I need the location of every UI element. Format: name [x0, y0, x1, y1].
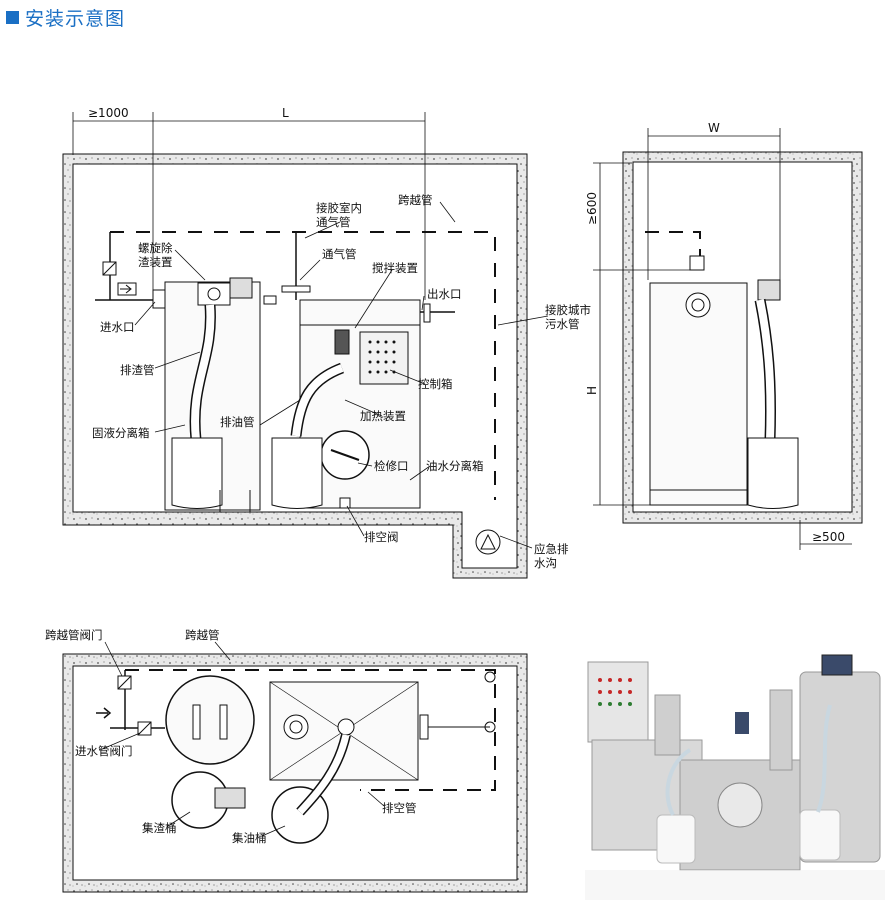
label-city-sewer-2: 污水管 — [545, 317, 580, 331]
dim-clearance: ≥1000 — [88, 106, 129, 120]
emergency-pump — [475, 529, 501, 555]
label-control-box: 控制箱 — [418, 377, 453, 391]
label-sewer-vent-2: 通气管 — [316, 215, 351, 229]
dim-width: W — [708, 121, 720, 135]
side-tank — [649, 282, 748, 506]
dim-top: ≥600 — [585, 192, 599, 225]
label-plan-bypass: 跨越管 — [185, 628, 220, 642]
title-text: 安装示意图 — [25, 8, 126, 30]
side-view: W ≥600 H ≥500 — [585, 121, 863, 550]
label-slag-pipe: 排渣管 — [120, 363, 155, 377]
label-inlet-valve: 进水管阀门 — [75, 744, 133, 758]
slag-bucket-elevation — [171, 437, 223, 509]
side-wall — [622, 151, 863, 524]
label-drain-pipe: 排空管 — [382, 801, 417, 815]
oil-bucket-elevation — [271, 437, 323, 509]
dim-length: L — [282, 106, 289, 120]
elevation-view: ≥1000 L — [62, 106, 591, 579]
plan-wall — [62, 653, 528, 893]
label-inspection: 检修口 — [374, 459, 409, 473]
title-square-icon — [6, 11, 19, 24]
label-emergency-2: 水沟 — [534, 556, 557, 570]
label-ow-separator: 油水分离箱 — [426, 459, 484, 473]
label-slag-bucket: 集渣桶 — [142, 821, 177, 835]
label-vent: 通气管 — [322, 247, 357, 261]
plan-separator-circle — [165, 675, 255, 765]
label-outlet: 出水口 — [427, 287, 462, 301]
plan-view: 跨越管阀门 跨越管 进水管阀门 集渣桶 集油桶 排空管 — [45, 628, 528, 893]
dim-height: H — [585, 386, 599, 395]
section-title: 安装示意图 — [6, 4, 125, 31]
product-photo — [585, 654, 885, 900]
label-spiral-2: 渣装置 — [138, 255, 173, 269]
label-inlet: 进水口 — [100, 320, 135, 334]
label-oil-bucket: 集油桶 — [232, 831, 267, 845]
label-heater: 加热装置 — [360, 409, 406, 423]
dim-side: ≥500 — [812, 530, 845, 544]
label-city-sewer: 接胶城市 — [545, 303, 591, 317]
label-sl-separator: 固液分离箱 — [92, 426, 150, 440]
control-box — [359, 331, 409, 385]
label-mixer: 搅拌装置 — [372, 261, 418, 275]
label-sewer-vent: 接胶室内 — [316, 201, 362, 215]
label-spiral: 螺旋除 — [138, 241, 173, 255]
elevation-wall — [62, 153, 528, 579]
label-bypass-valve: 跨越管阀门 — [45, 628, 103, 642]
label-oil-pipe: 排油管 — [220, 415, 255, 429]
label-drain-valve: 排空阀 — [364, 530, 399, 544]
label-emergency: 应急排 — [534, 542, 569, 556]
label-bypass: 跨越管 — [398, 193, 433, 207]
mixer-motor — [334, 329, 350, 355]
